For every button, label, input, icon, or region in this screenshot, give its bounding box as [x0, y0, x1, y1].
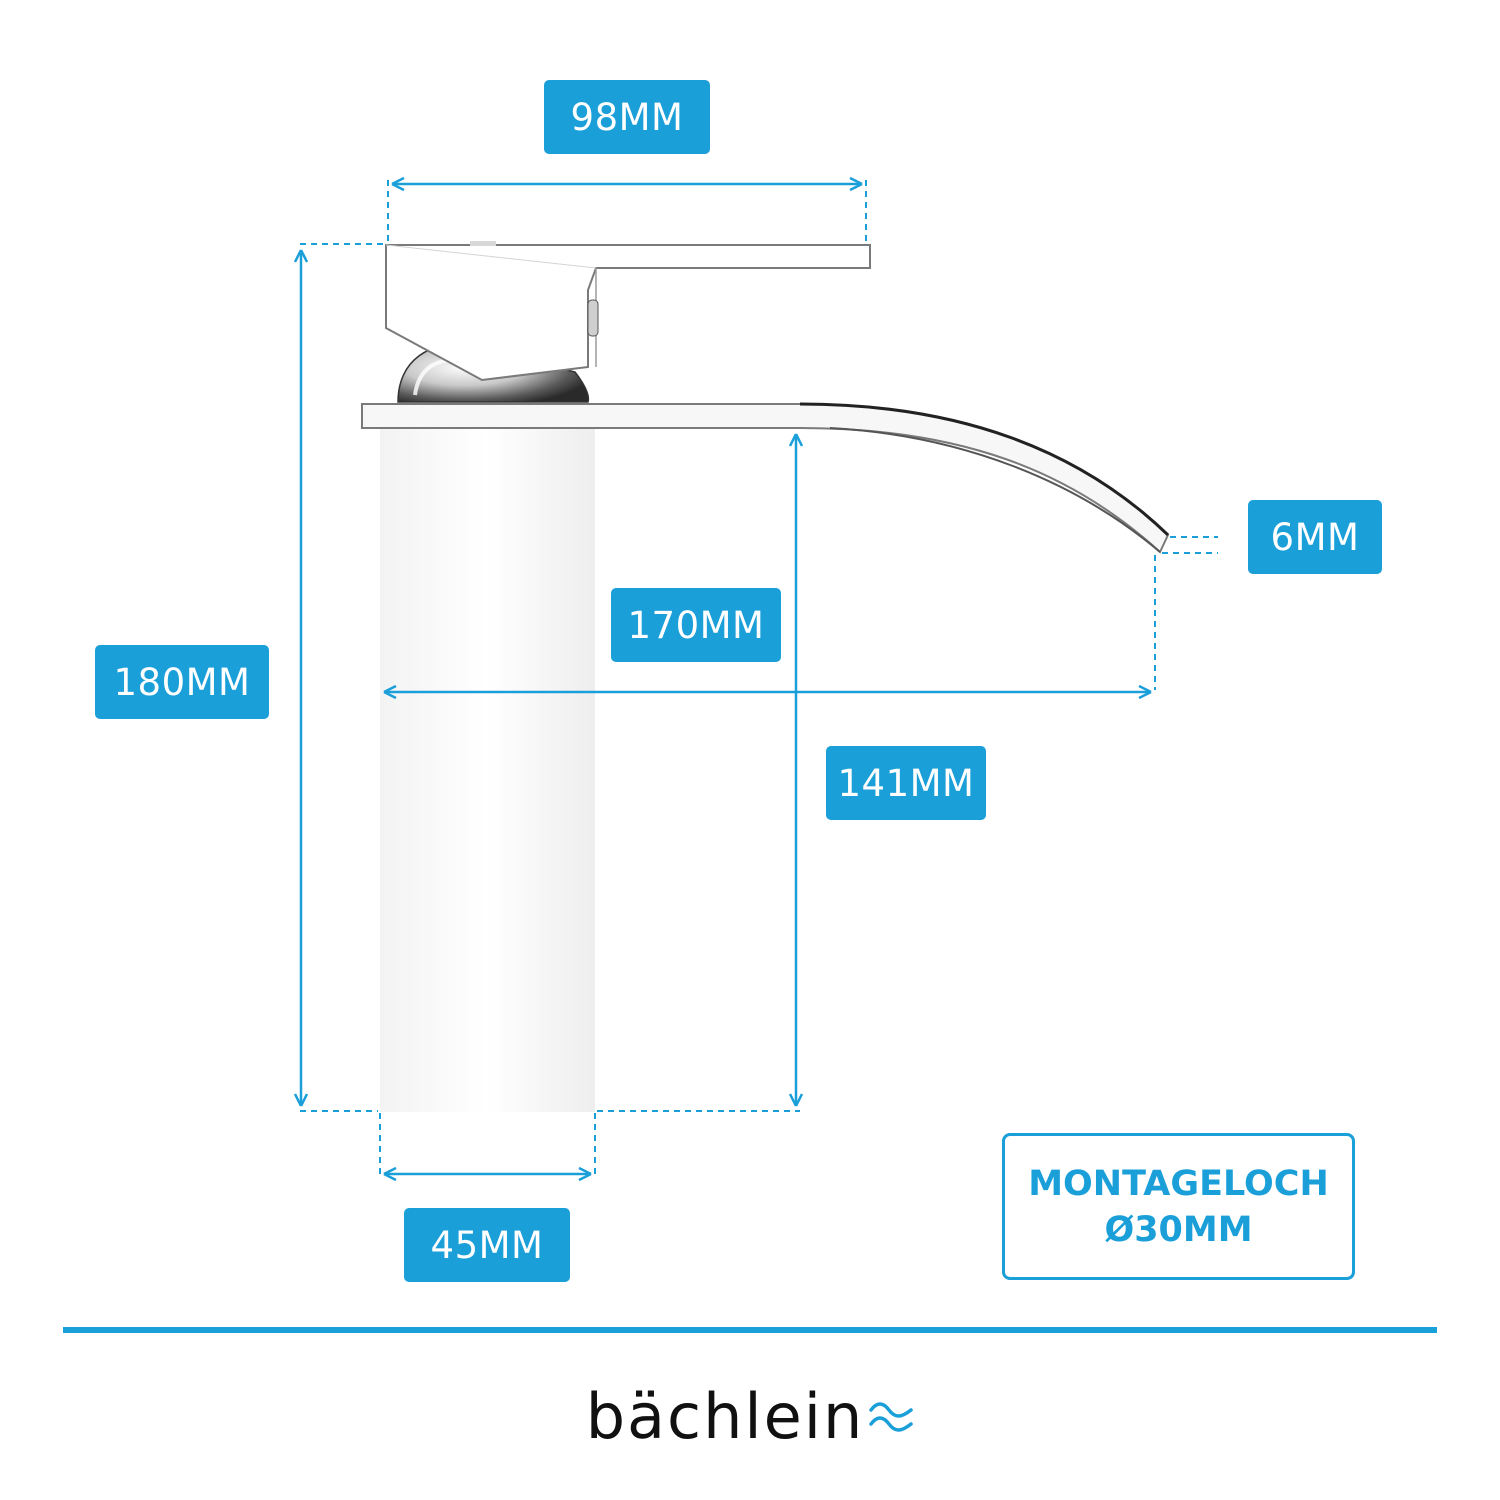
faucet-lever	[385, 241, 871, 382]
label-top-width: 98MM	[544, 80, 710, 154]
brand-name: bächlein	[585, 1380, 865, 1453]
mount-hole-diameter: Ø30MM	[1104, 1209, 1253, 1250]
label-base-width: 45MM	[404, 1208, 570, 1282]
label-total-height: 180MM	[95, 645, 269, 719]
divider	[63, 1327, 1437, 1333]
dimension-lines	[293, 176, 1218, 1182]
brand-logo: bächlein	[0, 1380, 1500, 1453]
mount-hole-box: MONTAGELOCH Ø30MM	[1002, 1133, 1355, 1280]
faucet-body	[380, 428, 595, 1112]
waves-icon	[869, 1401, 914, 1432]
label-spout-height: 141MM	[826, 746, 986, 820]
label-outlet-width: 6MM	[1248, 500, 1382, 574]
label-spout-reach: 170MM	[611, 588, 781, 662]
faucet-spout	[361, 402, 1170, 554]
mount-hole-title: MONTAGELOCH	[1028, 1163, 1329, 1204]
